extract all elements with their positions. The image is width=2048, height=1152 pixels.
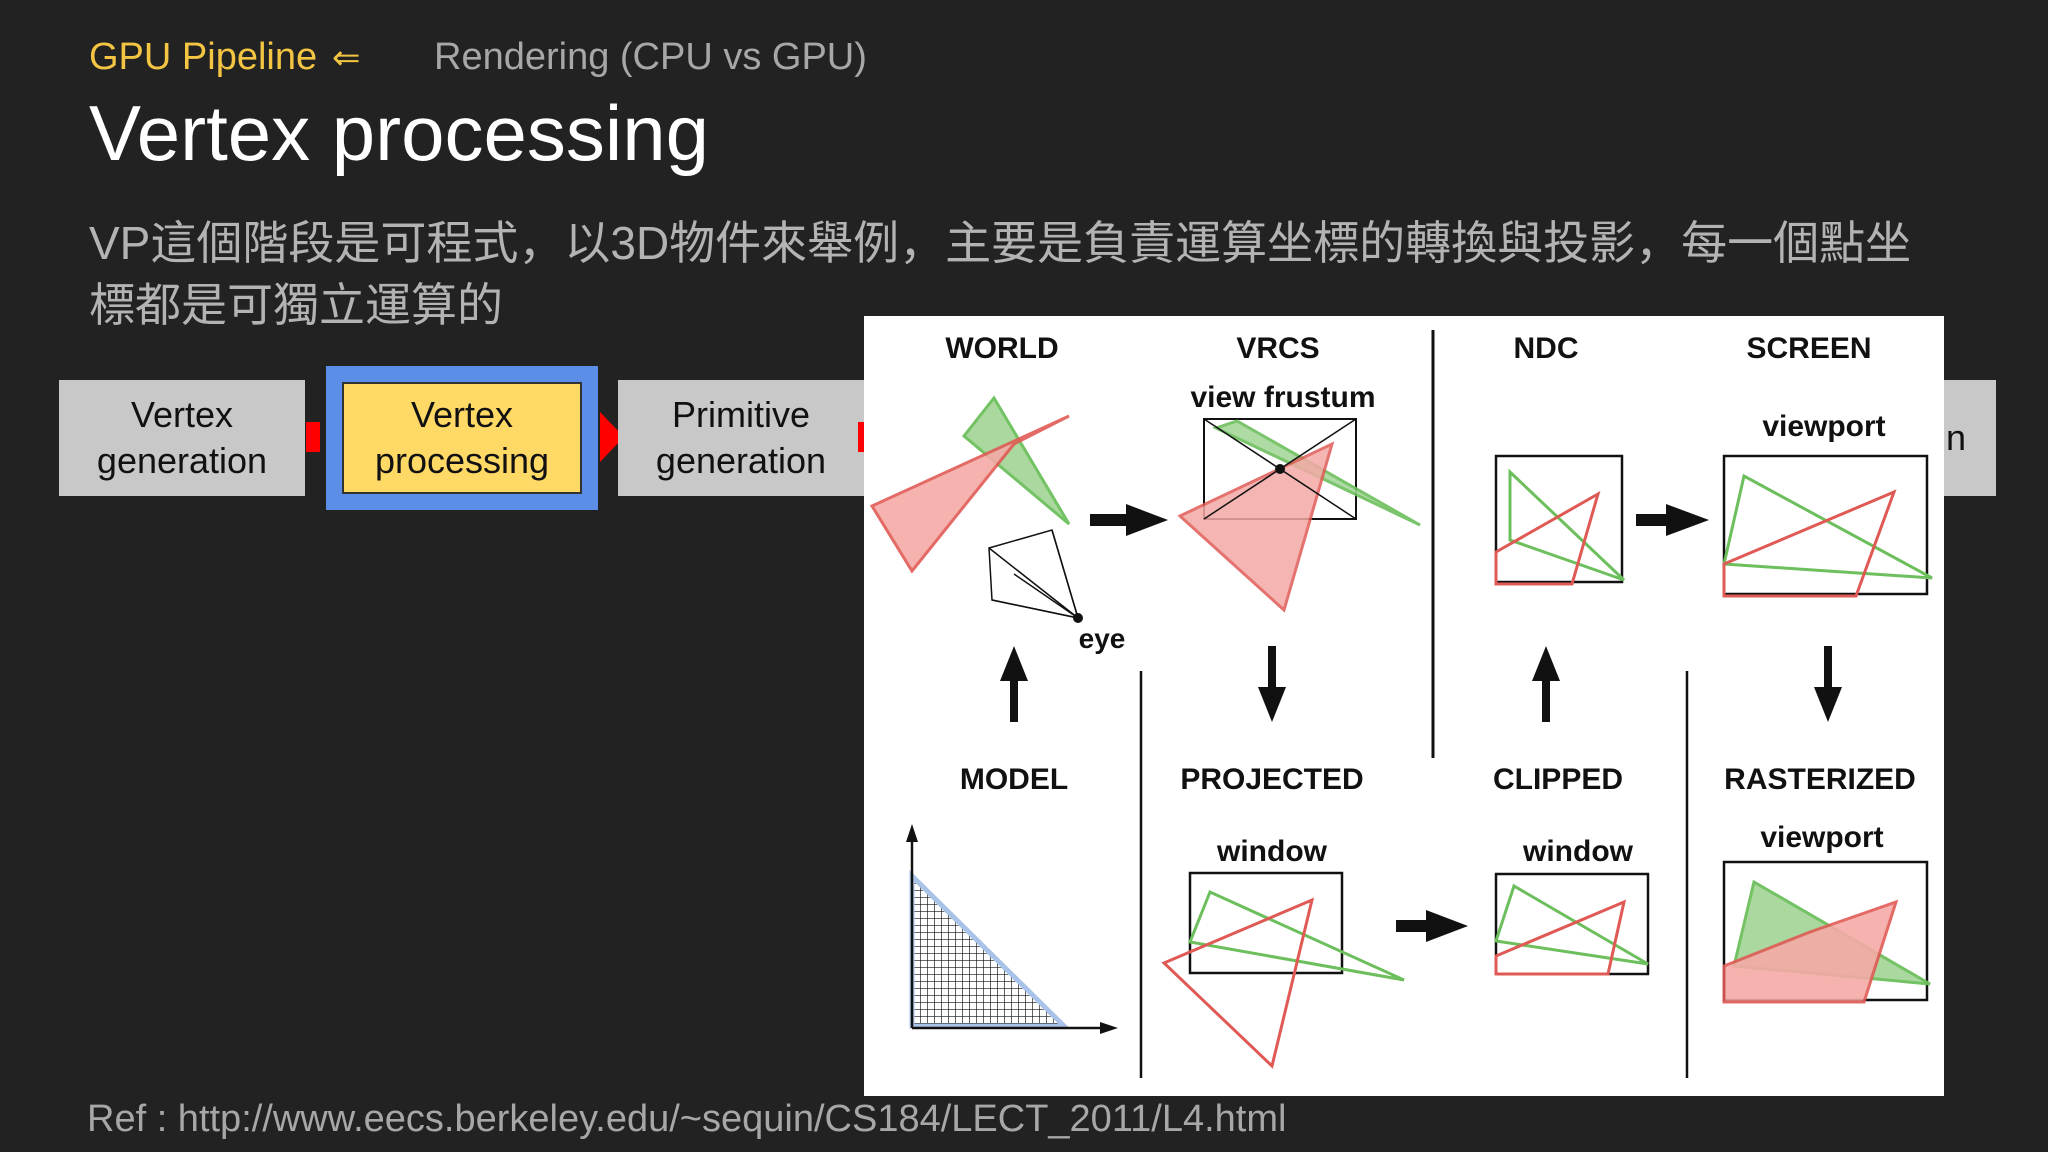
stage-vertex-processing-inner: Vertex processing: [342, 382, 582, 494]
arrow-down-icon: [1814, 646, 1842, 722]
camera-frustum-icon: [988, 529, 1080, 619]
label-projected: PROJECTED: [1180, 763, 1363, 796]
label-window-clipped: window: [1522, 835, 1634, 868]
back-arrow-icon: ⇐: [332, 39, 361, 77]
stage-label-line1: Primitive: [671, 394, 810, 435]
stage-label-line1: Vertex: [130, 394, 234, 435]
red-outline-clipped: [1494, 899, 1627, 976]
pipeline-connector: [858, 422, 866, 452]
breadcrumb-next[interactable]: Rendering (CPU vs GPU): [434, 36, 867, 78]
red-outline-projected: [1161, 897, 1315, 1069]
stage-label-line1: Vertex: [410, 394, 514, 435]
pipeline-transform-diagram: WORLD VRCS view frustum NDC SCREEN viewp…: [869, 330, 1933, 1078]
frustum-center-point: [1275, 464, 1285, 474]
arrow-right-icon: [1090, 504, 1168, 536]
axis-arrow-icon: [1100, 1022, 1118, 1034]
label-viewport-bottom: viewport: [1760, 821, 1883, 854]
arrow-up-icon: [1000, 646, 1028, 722]
label-rasterized: RASTERIZED: [1724, 763, 1916, 796]
slide-description: VP這個階段是可程式，以3D物件來舉例，主要是負責運算坐標的轉換與投影，每一個點…: [89, 217, 1912, 331]
red-triangle-vrcs: [1177, 441, 1335, 613]
red-raster-triangle: [1722, 899, 1899, 1004]
green-outline-screen: [1722, 473, 1933, 580]
stage-label-line2: generation: [96, 440, 268, 481]
green-outline-ndc: [1508, 468, 1626, 582]
projected-window-box: [1188, 871, 1344, 975]
green-triangle-world: [961, 395, 1071, 526]
eye-point-icon: [1073, 613, 1083, 623]
label-window-projected: window: [1216, 835, 1328, 868]
slide-title: Vertex processing: [89, 89, 710, 177]
stage-partial-label: n: [1946, 417, 1967, 458]
reference-link[interactable]: Ref : http://www.eecs.berkeley.edu/~sequ…: [87, 1098, 1287, 1140]
stage-label-line2: generation: [655, 440, 827, 481]
stage-primitive-generation: Primitive generation: [618, 380, 864, 496]
arrow-down-icon: [1258, 646, 1286, 722]
label-vrcs: VRCS: [1236, 332, 1319, 365]
pipeline-connector: [306, 422, 320, 452]
arrow-right-icon: [1636, 504, 1709, 536]
model-mesh-triangle: [909, 870, 1071, 1029]
label-ndc: NDC: [1514, 332, 1579, 365]
label-model: MODEL: [960, 763, 1068, 796]
red-outline-ndc: [1494, 490, 1601, 586]
label-clipped: CLIPPED: [1493, 763, 1623, 796]
red-outline-screen: [1722, 489, 1897, 598]
arrow-right-icon: [1396, 910, 1468, 942]
stage-vertex-processing: Vertex processing: [326, 366, 598, 510]
transformation-figure: WORLD VRCS view frustum NDC SCREEN viewp…: [864, 316, 1944, 1096]
label-view-frustum: view frustum: [1190, 381, 1375, 414]
arrow-up-icon: [1532, 646, 1560, 722]
stage-vertex-generation: Vertex generation: [59, 380, 305, 496]
axis-arrow-icon: [906, 824, 918, 842]
red-triangle-world: [869, 414, 1070, 574]
ndc-box: [1494, 454, 1624, 584]
label-screen: SCREEN: [1746, 332, 1871, 365]
stage-partial-right: n: [1944, 380, 1996, 496]
label-viewport-top: viewport: [1762, 410, 1885, 443]
screen-viewport-box: [1722, 454, 1929, 596]
green-outline-clipped: [1494, 883, 1649, 966]
label-world: WORLD: [945, 332, 1058, 365]
stage-label-line2: processing: [374, 440, 550, 481]
label-eye: eye: [1079, 623, 1126, 654]
breadcrumb-current[interactable]: GPU Pipeline: [89, 36, 318, 78]
